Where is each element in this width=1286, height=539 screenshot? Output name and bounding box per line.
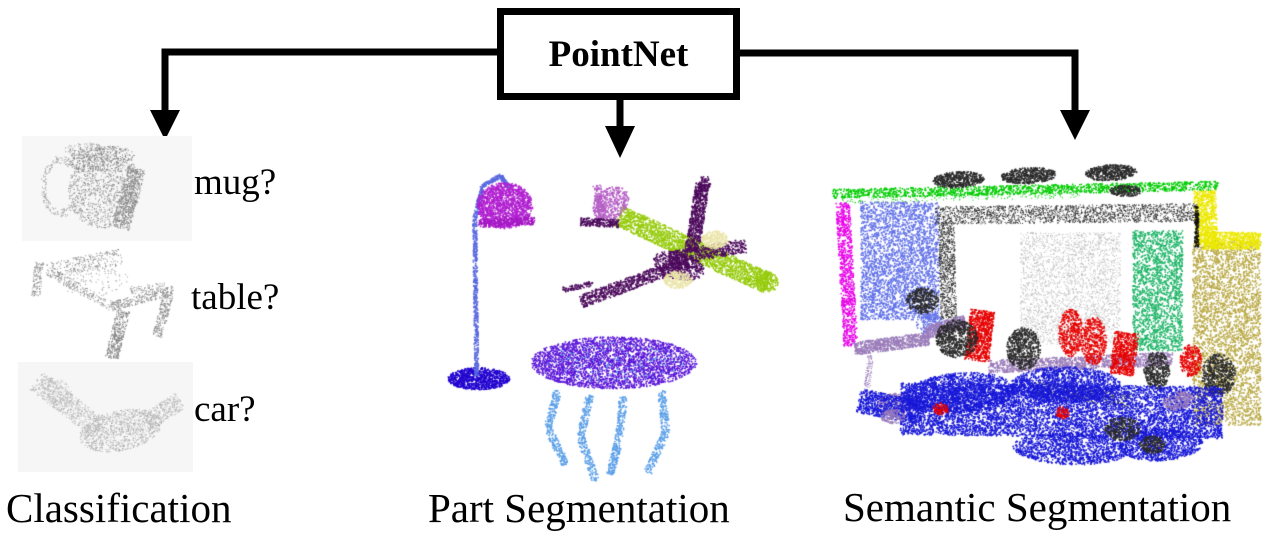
classification-label: Classification (6, 485, 232, 531)
table-part-segmentation-point-cloud (525, 332, 710, 490)
car-question-label: car? (194, 389, 256, 430)
table-question-label: table? (191, 277, 280, 318)
mug-point-cloud (22, 136, 192, 241)
part-segmentation-label: Part Segmentation (428, 485, 730, 531)
airplane-part-segmentation-point-cloud (560, 163, 800, 311)
arrow-to-part-segmentation (605, 99, 635, 158)
arrow-to-semantic-segmentation (740, 49, 1090, 140)
pointnet-label: PointNet (548, 33, 689, 75)
semantic-segmentation-label: Semantic Segmentation (843, 484, 1232, 530)
room-semantic-segmentation-point-cloud (830, 160, 1286, 472)
pointnet-box: PointNet (497, 8, 740, 100)
table-point-cloud (25, 248, 195, 366)
mug-question-label: mug? (194, 162, 277, 203)
arrow-to-classification (150, 48, 497, 140)
car-point-cloud (18, 362, 193, 472)
